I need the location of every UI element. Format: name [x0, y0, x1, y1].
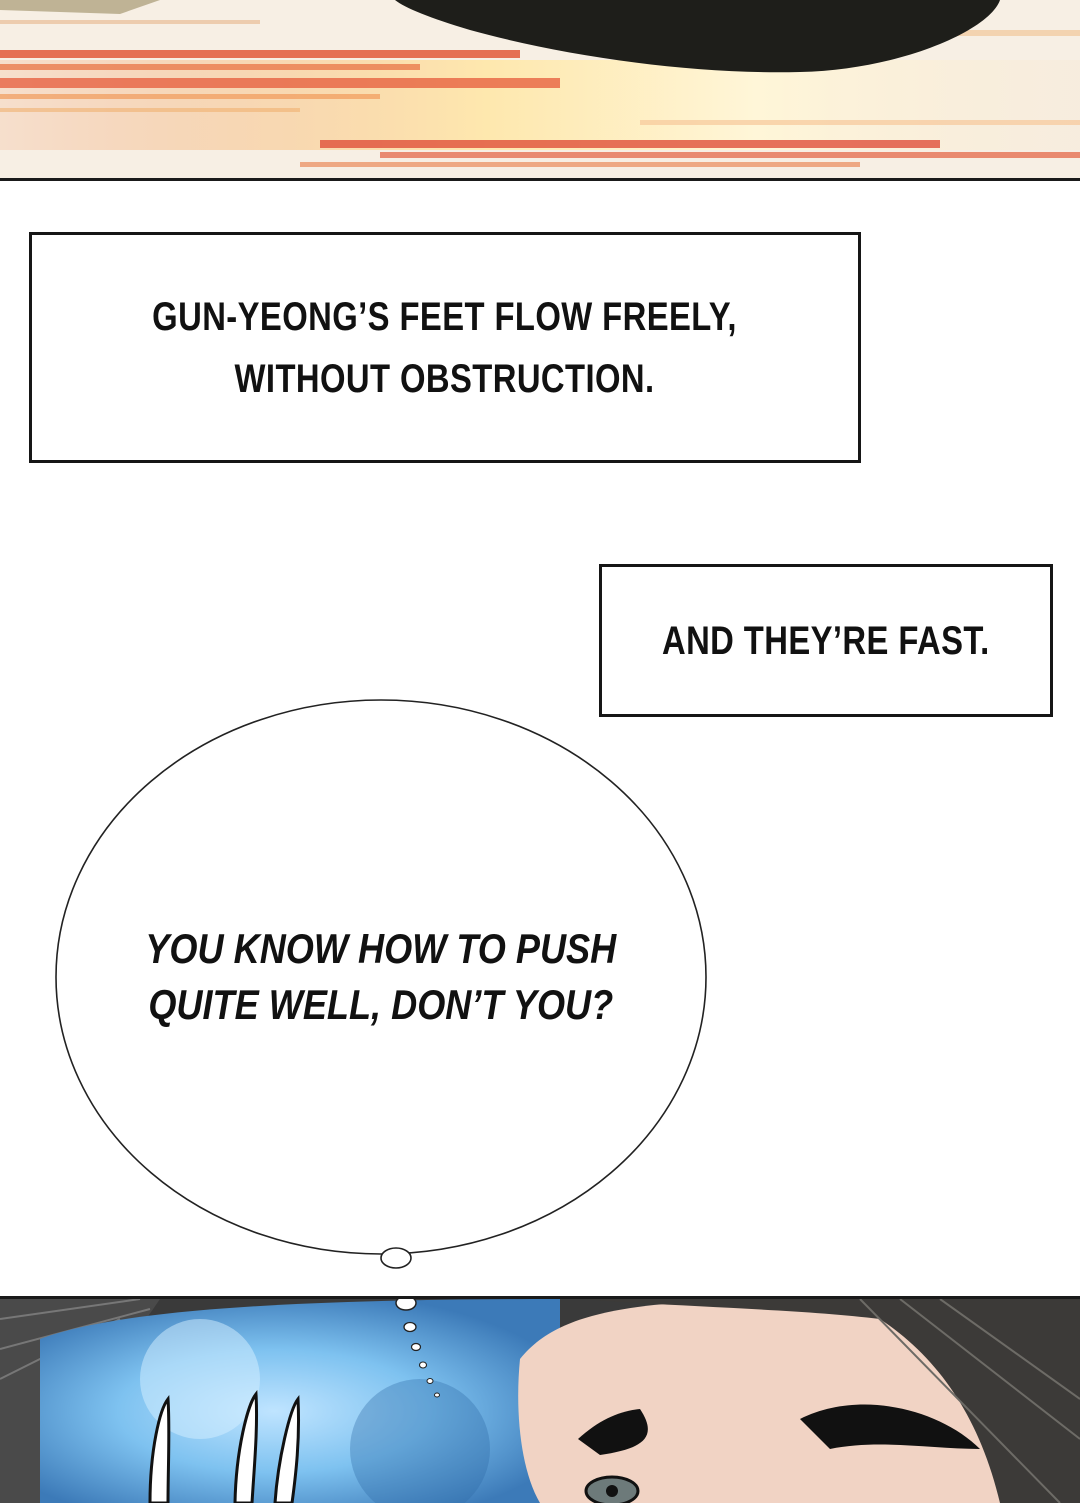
character-closeup-panel: [0, 1296, 1080, 1503]
thought-bubble-text: YOU KNOW HOW TO PUSH QUITE WELL, DON’T Y…: [145, 925, 617, 1028]
narration-caption-text: GUN-YEONG’S FEET FLOW FREELY, WITHOUT OB…: [152, 294, 738, 401]
action-panel-speed-lines: [0, 0, 1080, 181]
speed-lines-art: [0, 0, 1080, 178]
character-closeup-art: [0, 1299, 1080, 1503]
thought-bubble: YOU KNOW HOW TO PUSH QUITE WELL, DON’T Y…: [56, 700, 706, 1254]
narration-caption-box: GUN-YEONG’S FEET FLOW FREELY, WITHOUT OB…: [29, 232, 861, 463]
thought-bubble-shape: [55, 699, 707, 1269]
narration-caption-box-2: AND THEY’RE FAST.: [599, 564, 1053, 717]
narration-caption-text-2: AND THEY’RE FAST.: [662, 618, 990, 663]
